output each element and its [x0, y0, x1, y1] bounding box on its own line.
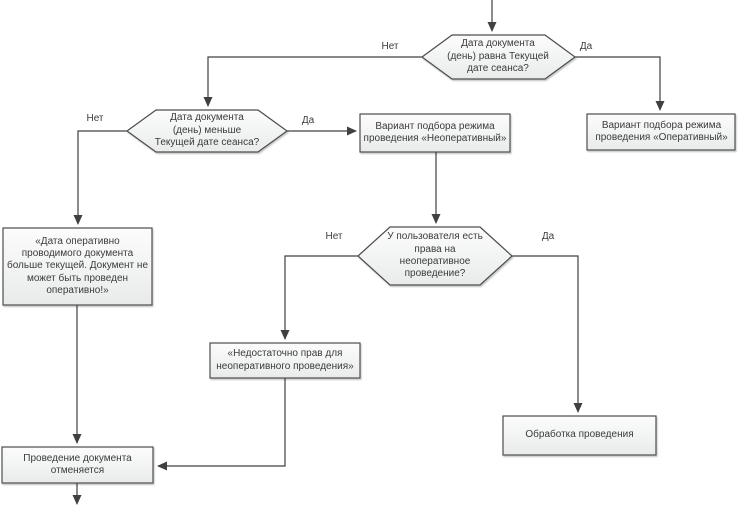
- edge-date-less-no: [73, 130, 127, 225]
- edge-date-equal-no: [203, 56, 422, 107]
- box-no-rights-shape: [209, 342, 361, 379]
- edge-date-equal-yes: [575, 56, 665, 111]
- edge-norights-to-cancel: [157, 378, 286, 471]
- box-error-date-shape: [2, 227, 153, 306]
- edge-rights-yes: [512, 255, 583, 413]
- box-cancel-shape: [1, 446, 154, 484]
- edge-rights-no: [280, 255, 358, 340]
- box-operational-shape: [586, 113, 736, 151]
- decision-date-equal-shape: [420, 34, 577, 80]
- decision-rights-shape: [357, 226, 513, 286]
- box-processing-shape: [502, 415, 657, 456]
- box-nonoperational-shape: [359, 113, 511, 153]
- decision-date-less-shape: [125, 109, 289, 153]
